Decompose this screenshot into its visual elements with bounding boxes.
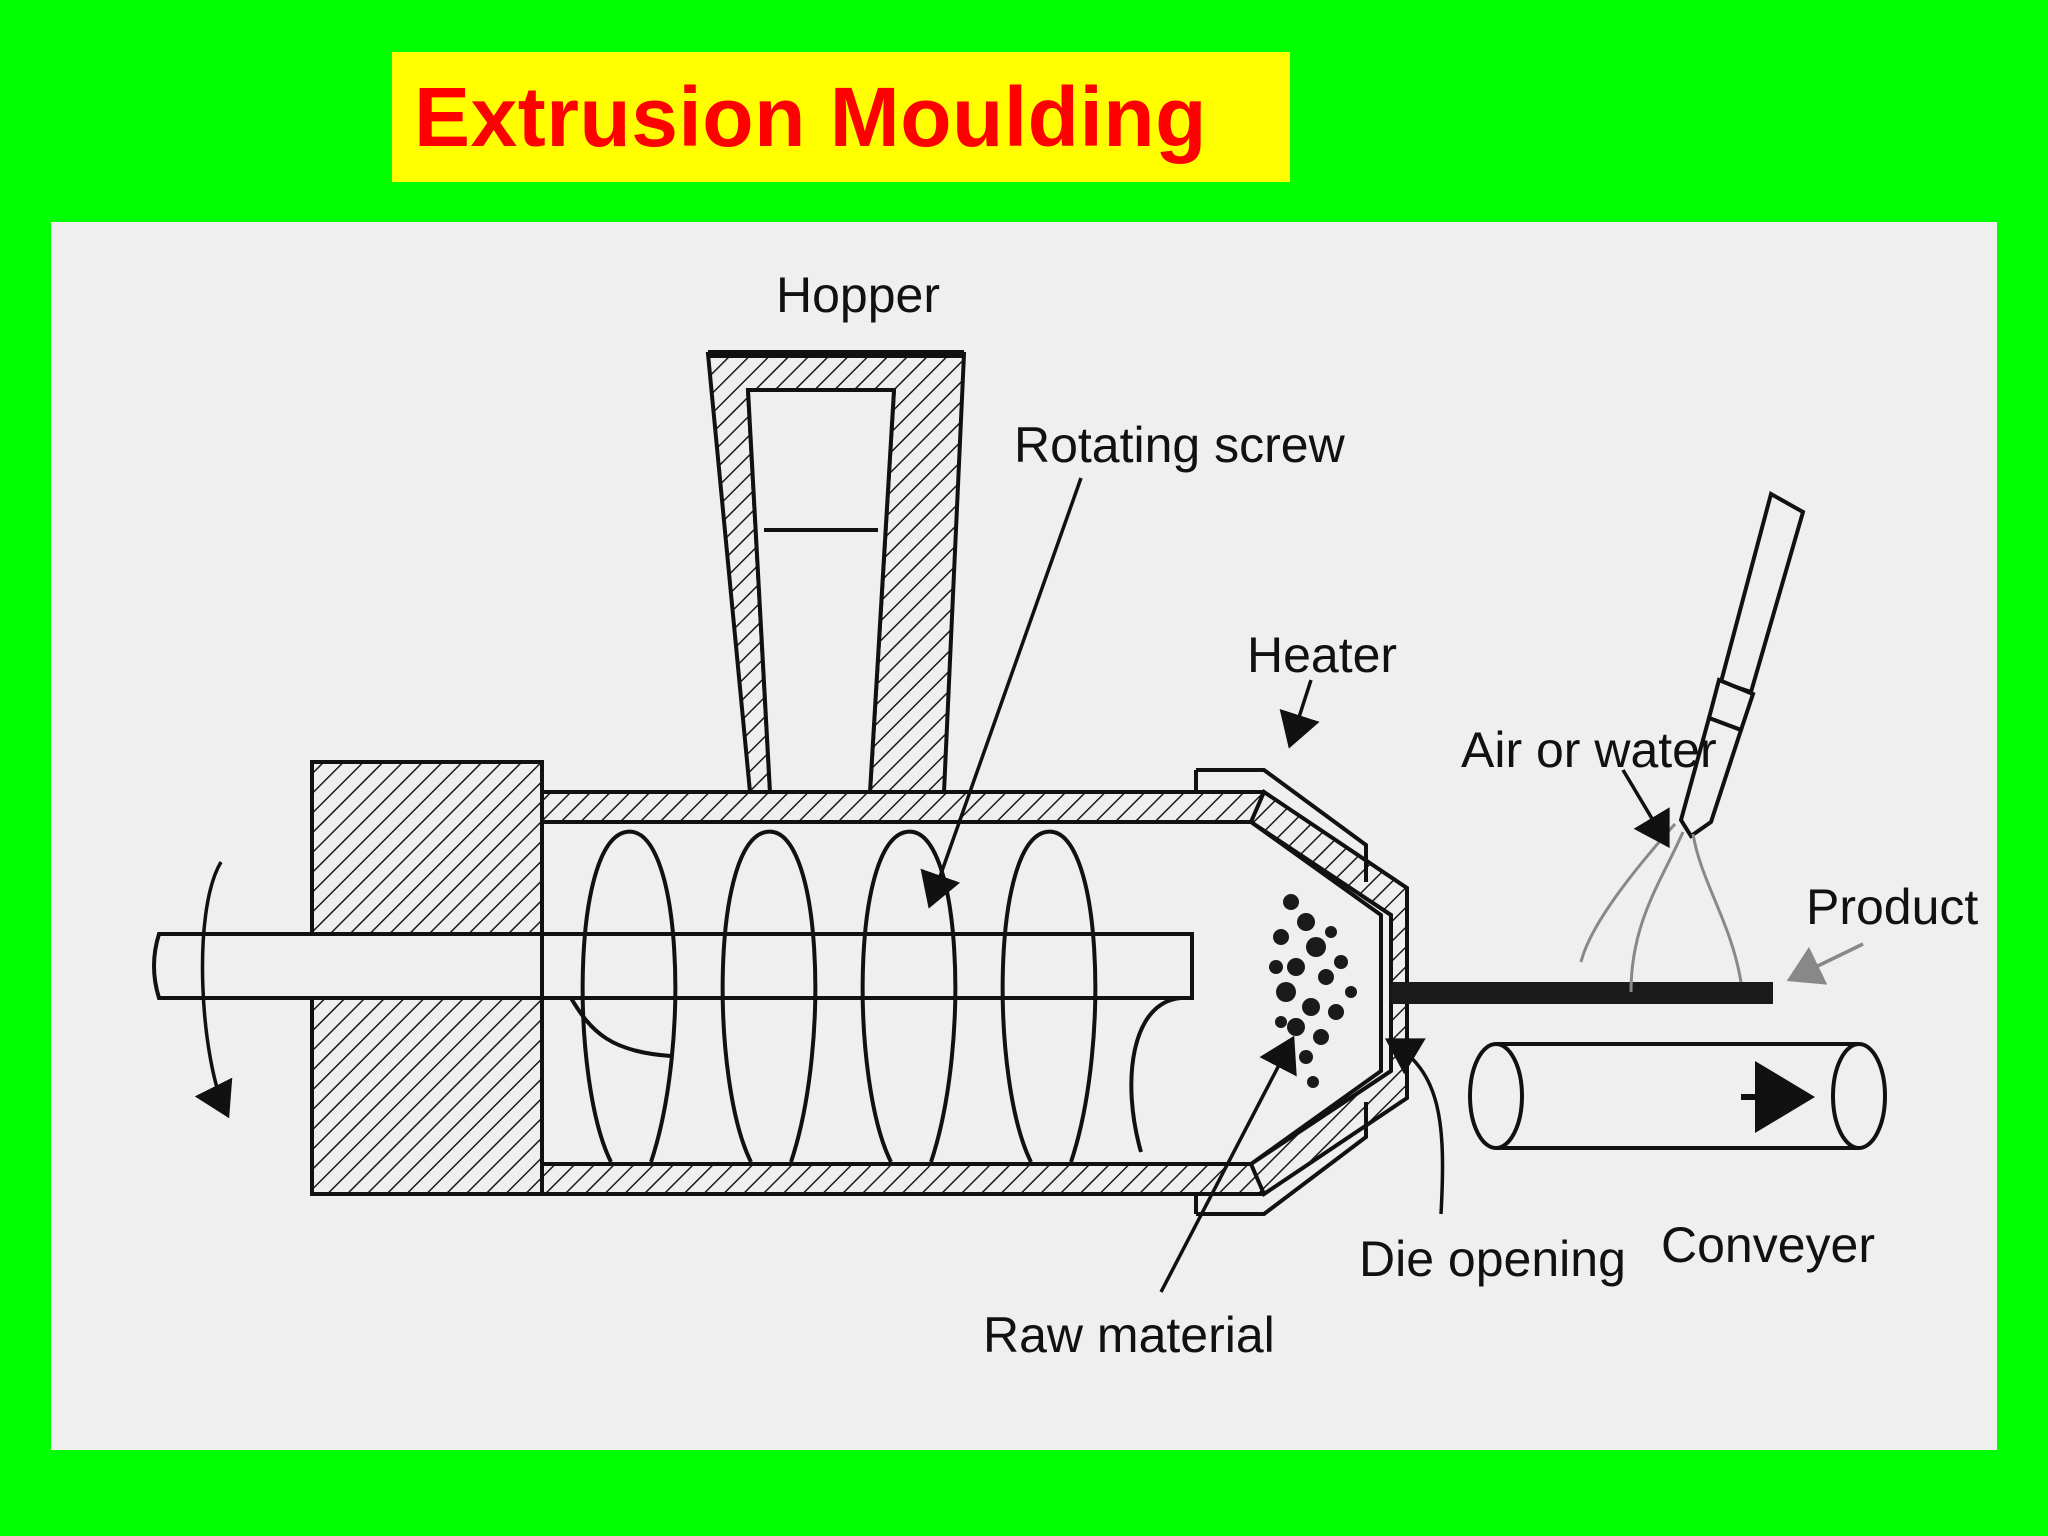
extruded-product [1391, 982, 1773, 1004]
air-water-stream [1579, 822, 1743, 993]
screw-flights [569, 829, 1182, 1163]
hopper [705, 350, 967, 794]
leader-arrows [194, 477, 1864, 1293]
label-heater: Heater [1247, 627, 1397, 683]
title-banner: Extrusion Moulding [392, 52, 1290, 182]
cooling-nozzle [1678, 490, 1806, 839]
slide-title: Extrusion Moulding [414, 69, 1207, 164]
diagram-svg: Hopper Rotating screw Heater Air or wate… [152, 267, 1978, 1363]
conveyer-roller [1468, 1042, 1887, 1150]
label-air-or-water: Air or water [1461, 722, 1717, 778]
label-raw-material: Raw material [983, 1307, 1275, 1363]
screw-shaft [152, 932, 1194, 1000]
extrusion-diagram: Hopper Rotating screw Heater Air or wate… [51, 222, 1997, 1450]
label-hopper: Hopper [776, 267, 940, 323]
diagram-labels: Hopper Rotating screw Heater Air or wate… [776, 267, 1978, 1363]
raw-material-granules [1269, 894, 1357, 1088]
label-die-opening: Die opening [1359, 1231, 1626, 1287]
label-rotating-screw: Rotating screw [1014, 417, 1346, 473]
heater-jacket [1194, 768, 1368, 1216]
label-product: Product [1806, 879, 1978, 935]
label-conveyer: Conveyer [1661, 1217, 1875, 1273]
